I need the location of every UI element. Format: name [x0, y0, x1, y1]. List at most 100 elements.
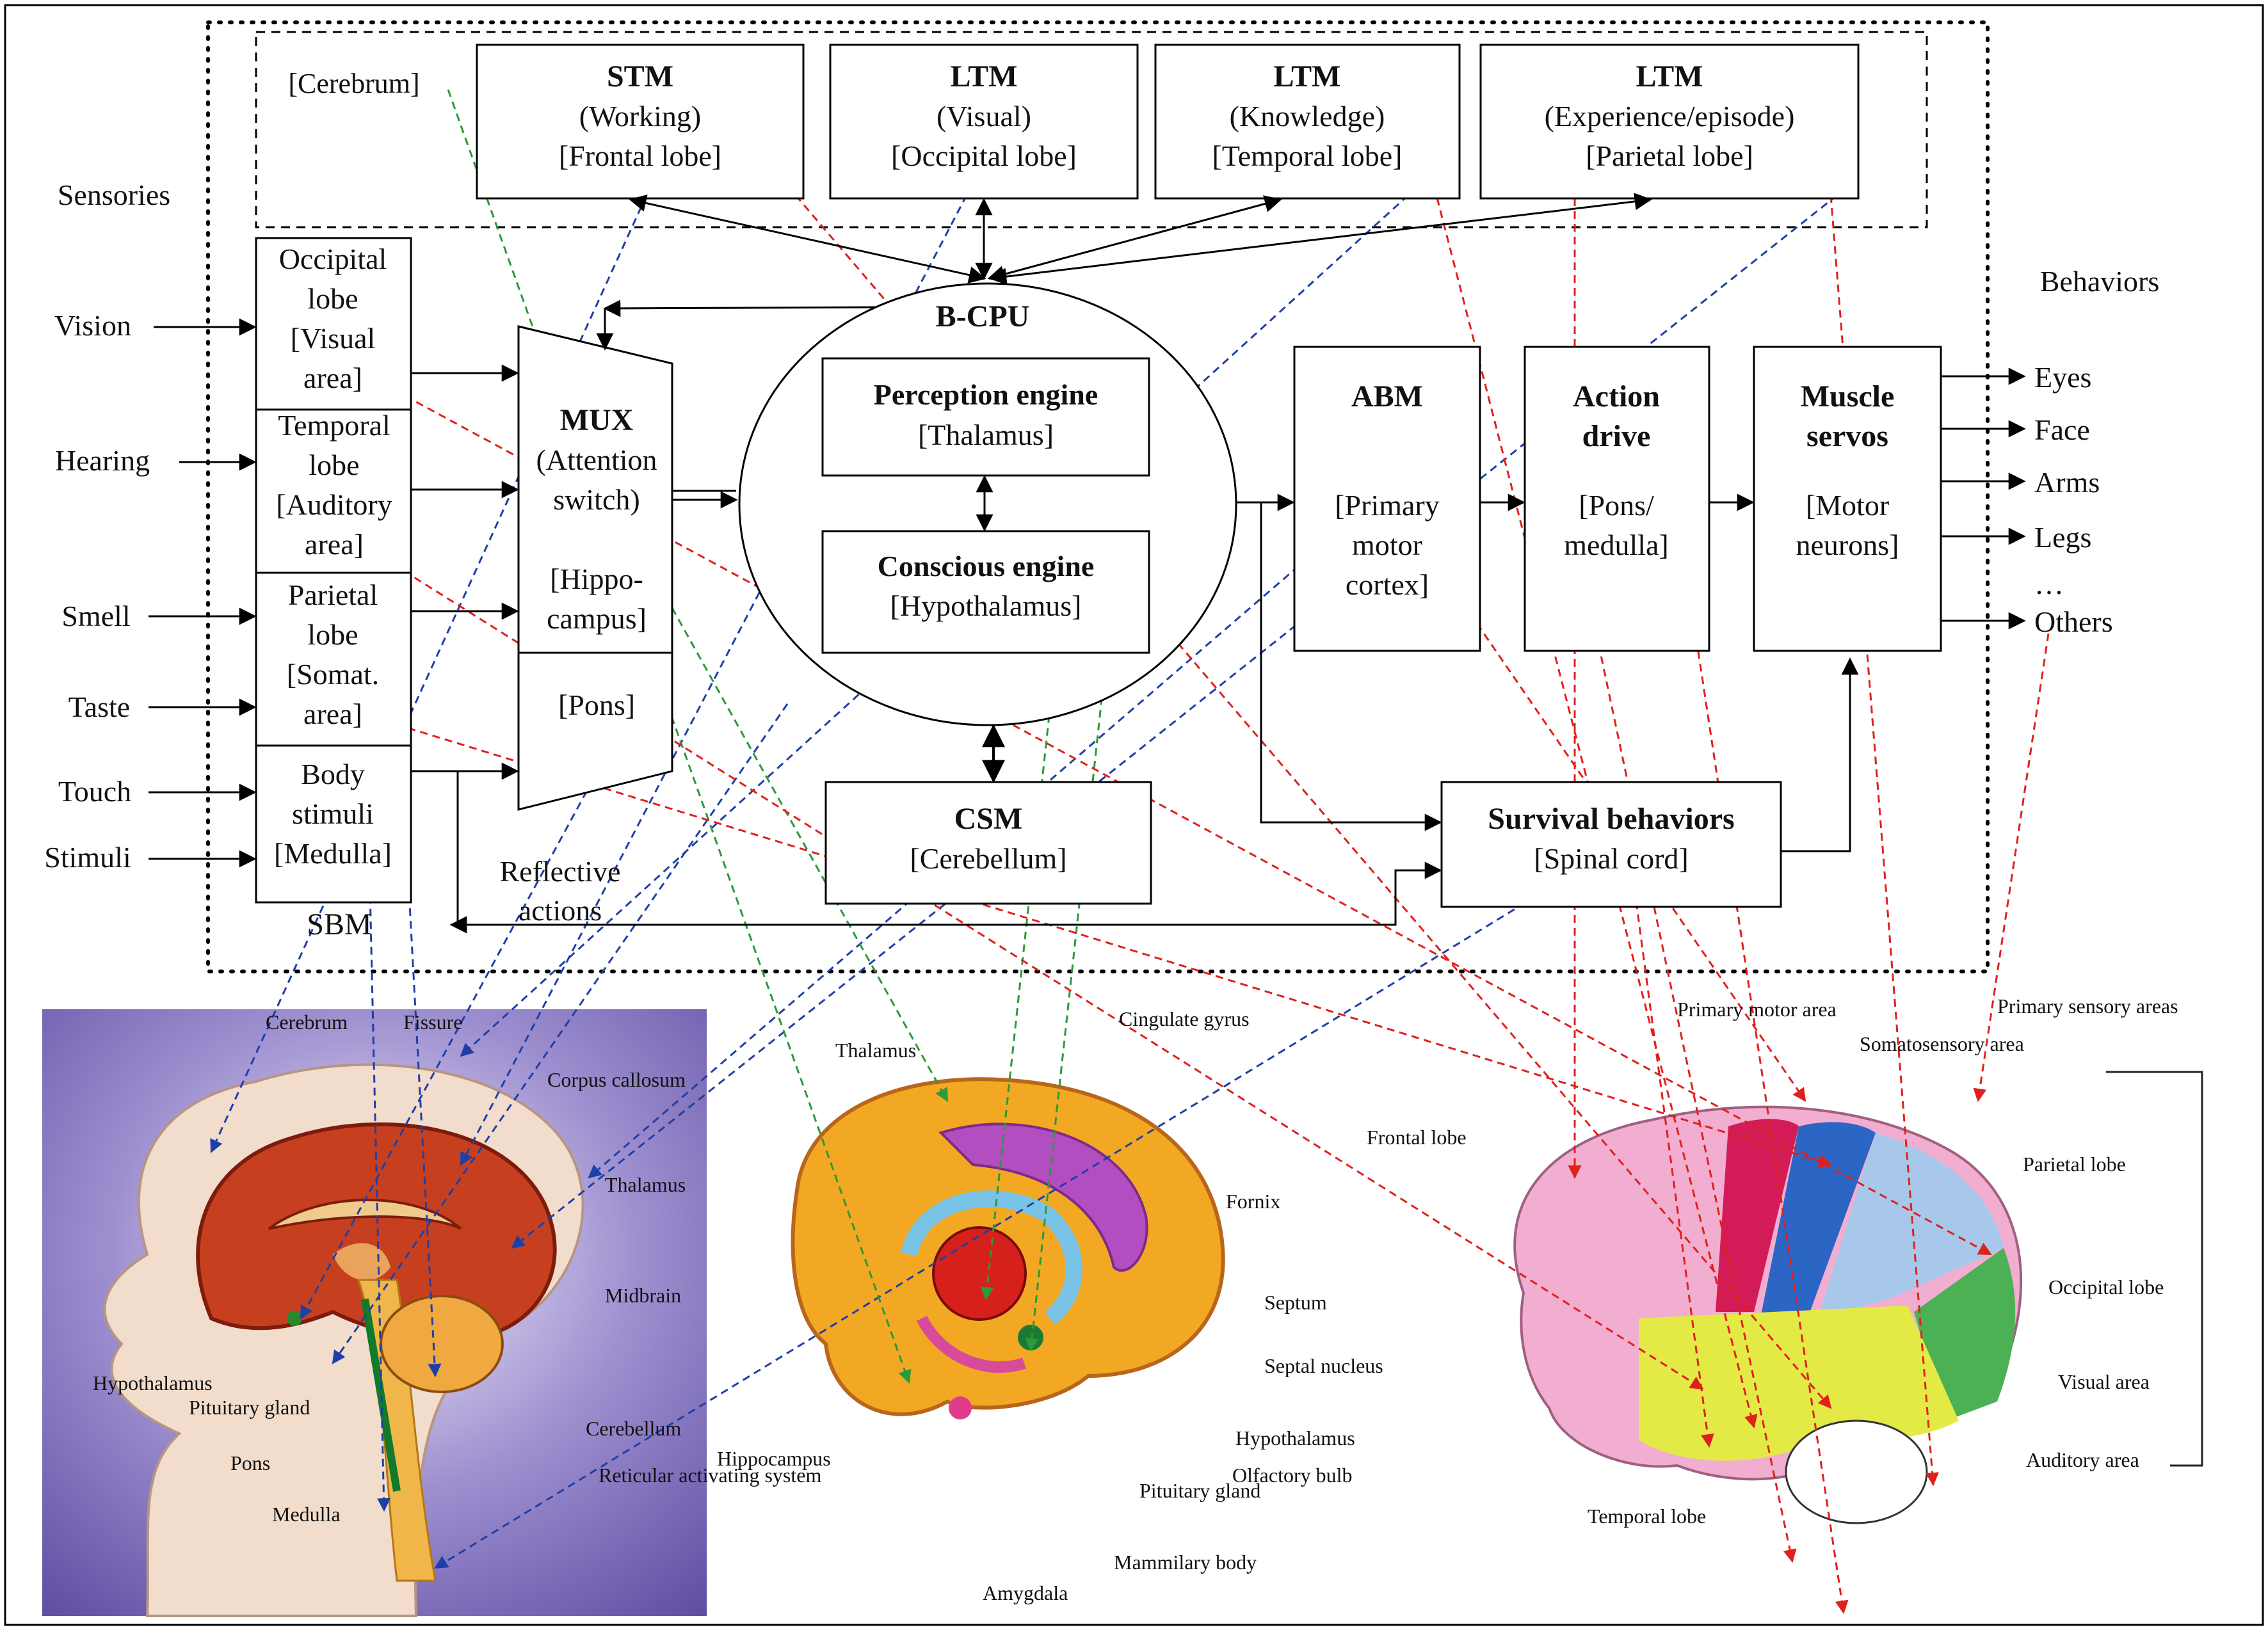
bcpu-survival-arrow	[1260, 502, 1442, 831]
memory-ltm-visual-box: LTM (Visual) [Occipital lobe]	[829, 44, 1139, 200]
action-drive-line: [Pons/	[1579, 489, 1654, 522]
brain-label-olfactory: Olfactory bulb	[1232, 1464, 1353, 1487]
parietal-shape	[1818, 1133, 2004, 1318]
sensory-block-occipital: Occipital lobe [Visual area]	[279, 243, 387, 394]
cerebellum-right-shape	[1785, 1419, 1928, 1524]
input-stimuli-label: Stimuli	[44, 841, 131, 874]
memory-line: (Experience/episode)	[1545, 100, 1795, 132]
link-red-others	[1973, 633, 2050, 1103]
memory-line: [Temporal lobe]	[1212, 140, 1403, 172]
brain-label-medulla: Medulla	[272, 1503, 341, 1526]
muscle-servos-block: Muscle servos [Motor neurons]	[1753, 346, 1942, 652]
mux-pons: [Pons]	[558, 689, 635, 721]
conscious-title: Conscious engine	[878, 550, 1095, 582]
action-drive-line: medulla]	[1564, 529, 1669, 561]
link-red-muscle	[1676, 511, 1849, 1615]
brain-label-hippocampus: Hippocampus	[717, 1447, 831, 1470]
brain-left-labels: Cerebrum Fissure Corpus callosum Thalamu…	[93, 1011, 821, 1526]
motor-area-shape	[1716, 1119, 1799, 1312]
link-red-somat-area	[371, 715, 1833, 1168]
brain-label-somatosensory: Somatosensory area	[1860, 1032, 2024, 1055]
brain-label-primary-sensory: Primary sensory areas	[1997, 995, 2178, 1018]
sensory-line: area]	[303, 698, 362, 730]
brain-label-pons: Pons	[230, 1451, 270, 1474]
cingulate-shape	[938, 1123, 1148, 1272]
mux-hippo-line: [Hippo-	[550, 563, 643, 595]
abm-line: cortex]	[1346, 568, 1429, 601]
survival-title: Survival behaviors	[1488, 802, 1734, 836]
link-green-hippo	[671, 607, 949, 1102]
perception-sub: [Thalamus]	[918, 419, 1054, 451]
reflective-label: actions	[519, 894, 602, 927]
brain-label-primary-motor: Primary motor area	[1677, 998, 1837, 1021]
brain-middle-labels: Thalamus Cingulate gyrus Fornix Septum S…	[717, 1007, 1383, 1604]
brain-label-midbrain: Midbrain	[605, 1284, 681, 1307]
temporal-shape	[1639, 1306, 1959, 1461]
abm-title: ABM	[1351, 380, 1423, 413]
muscle-title: Muscle	[1801, 380, 1895, 413]
link-red-spinal	[1625, 825, 1714, 1448]
sensories-label: Sensories	[58, 179, 170, 211]
muscle-line: [Motor	[1806, 489, 1889, 522]
sensory-line: [Medulla]	[274, 837, 392, 870]
corpus-callosum-shape	[268, 1199, 462, 1230]
survival-muscle-arrow	[1781, 657, 1859, 852]
cerebrum-shape	[196, 1122, 557, 1341]
link-red-parietal-ltm	[1830, 195, 1939, 1487]
brain-label-frontal: Frontal lobe	[1367, 1126, 1467, 1149]
brain-right-panel	[1513, 1071, 2203, 1524]
link-blue-spinal	[434, 895, 1537, 1569]
muscle-title: servos	[1806, 419, 1888, 453]
sbm-mux-arrows	[411, 364, 1442, 934]
perception-engine-box	[821, 357, 1150, 477]
perception-title: Perception engine	[874, 378, 1098, 411]
sensory-line: Occipital	[279, 243, 387, 275]
link-green-cerebrum	[447, 89, 912, 1384]
brain-label-cerebrum: Cerebrum	[266, 1011, 348, 1034]
link-blue-frontal	[210, 195, 648, 1153]
behavior-output-arrows	[1941, 367, 2026, 630]
brain-label-reticular: Reticular activating system	[599, 1464, 821, 1487]
memory-line: [Occipital lobe]	[891, 140, 1077, 172]
brain-label-hypothalamus-mid: Hypothalamus	[1235, 1426, 1355, 1450]
brain-label-temporal: Temporal lobe	[1588, 1505, 1706, 1528]
output-legs: Legs	[2034, 521, 2091, 554]
abm-line: motor	[1352, 529, 1422, 561]
sbm-label: SBM	[307, 907, 371, 941]
somatosensory-shape	[1760, 1122, 1876, 1325]
cerebellum-shape	[380, 1295, 504, 1393]
stm-bcpu-arrow	[629, 195, 986, 284]
brain-label-cerebellum: Cerebellum	[586, 1417, 681, 1440]
sensory-block-parietal: Parietal lobe [Somat. area]	[287, 579, 379, 730]
memory-line: (Visual)	[937, 100, 1031, 132]
link-blue-pons	[332, 703, 789, 1364]
csm-block: CSM [Cerebellum]	[824, 781, 1152, 905]
mux-line: (Attention	[536, 443, 657, 476]
memory-stm-box: STM (Working) [Frontal lobe]	[476, 44, 805, 200]
sensory-line: area]	[305, 528, 364, 561]
sensory-line: Temporal	[278, 409, 390, 442]
memory-line: (Working)	[579, 100, 701, 132]
brain-label-thalamus: Thalamus	[605, 1173, 686, 1196]
sensory-inputs: Vision Hearing Smell Taste Touch Stimuli	[44, 309, 257, 874]
sensory-line: area]	[303, 362, 362, 394]
action-drive-title: Action	[1573, 380, 1660, 413]
sensory-block-body: Body stimuli [Medulla]	[274, 758, 392, 870]
brain-left-panel	[42, 1009, 707, 1617]
sensory-line: Parietal	[288, 579, 378, 611]
memory-ltm-knowledge-box: LTM (Knowledge) [Temporal lobe]	[1154, 44, 1461, 200]
bcpu-feedback-arrow	[603, 300, 881, 317]
output-ellipsis: …	[2034, 568, 2064, 600]
memory-line: [Parietal lobe]	[1586, 140, 1753, 172]
brain-label-pituitary: Pituitary gland	[189, 1396, 310, 1419]
action-drive-block: Action drive [Pons/ medulla]	[1524, 346, 1710, 652]
memory-title: LTM	[1274, 60, 1341, 93]
csm-sub: [Cerebellum]	[910, 842, 1066, 875]
brain-label-amygdala: Amygdala	[983, 1581, 1068, 1604]
input-hearing-label: Hearing	[55, 444, 150, 477]
csm-title: CSM	[954, 802, 1023, 836]
sensory-line: [Somat.	[287, 658, 379, 691]
sbm-column: Occipital lobe [Visual area] Temporal lo…	[255, 237, 412, 941]
memory-title: LTM	[1636, 60, 1703, 93]
brain-label-visual-area: Visual area	[2058, 1370, 2150, 1393]
